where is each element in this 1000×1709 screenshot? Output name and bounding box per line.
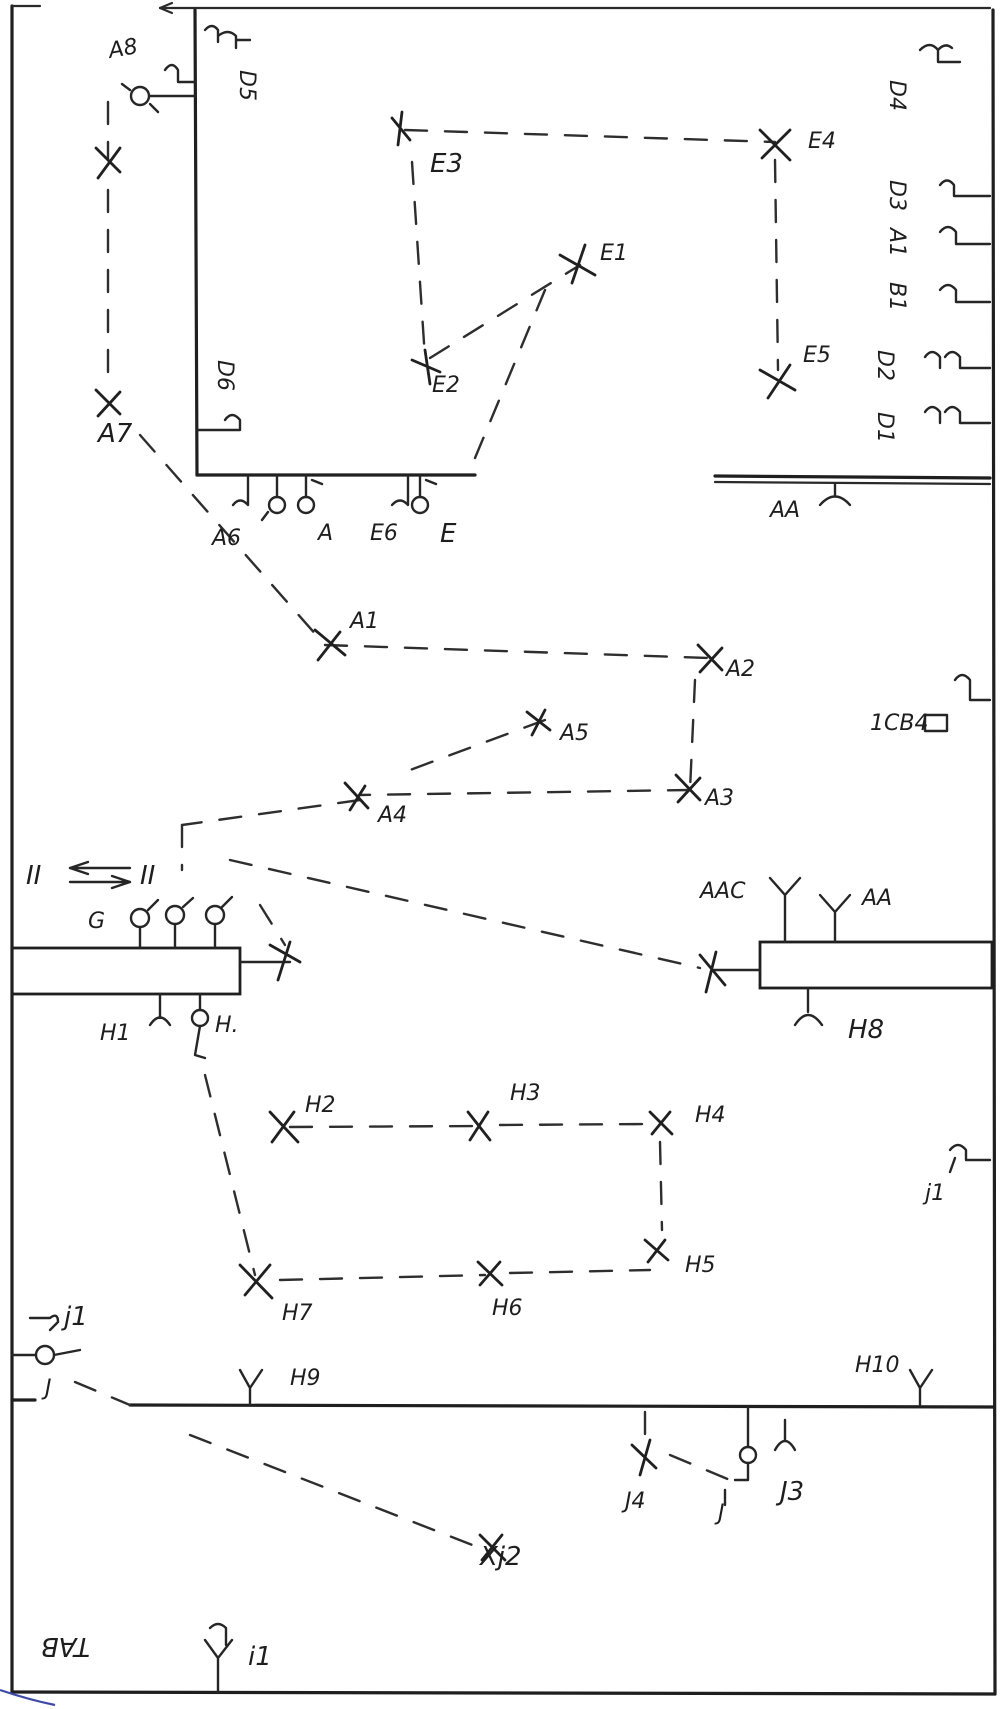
label-d4: D4 bbox=[884, 80, 909, 111]
cross-e4 bbox=[758, 128, 792, 162]
label-h1: H1 bbox=[100, 1021, 131, 1046]
label-aac: AAC bbox=[698, 879, 746, 904]
cross-j4 bbox=[630, 1438, 658, 1477]
label-h3: H3 bbox=[510, 1081, 541, 1106]
label-e3: E3 bbox=[430, 149, 463, 179]
cross-h5 bbox=[643, 1238, 670, 1264]
label-a2: A2 bbox=[724, 657, 755, 682]
inner-room-walls bbox=[193, 8, 992, 486]
label-ii-right: II bbox=[140, 861, 155, 891]
label-h10: H10 bbox=[855, 1353, 900, 1378]
label-d5: D5 bbox=[234, 70, 259, 101]
cross-h8 bbox=[698, 950, 727, 994]
label-j1-right: j1 bbox=[922, 1181, 945, 1206]
cross-markers bbox=[94, 110, 797, 1562]
label-d3: D3 bbox=[884, 180, 909, 211]
device-symbols bbox=[10, 24, 992, 1694]
cross-e2 bbox=[410, 348, 442, 386]
cross-h6 bbox=[476, 1260, 504, 1287]
cross-h2 bbox=[268, 1110, 300, 1144]
label-d1: D1 bbox=[872, 412, 897, 443]
cross-h7 bbox=[238, 1263, 274, 1300]
lower-wall bbox=[10, 1398, 995, 1409]
label-g: G bbox=[88, 909, 105, 934]
cross-h4 bbox=[648, 1110, 674, 1136]
label-aa-mid: AA bbox=[860, 886, 892, 911]
cross-h3 bbox=[466, 1110, 492, 1142]
label-a1-right: A1 bbox=[884, 226, 909, 257]
cross-e5 bbox=[758, 363, 797, 400]
label-a5: A5 bbox=[558, 721, 589, 746]
cross-g bbox=[268, 940, 302, 982]
label-h-dot: H. bbox=[215, 1013, 239, 1038]
label-a1: A1 bbox=[348, 609, 379, 634]
cross-a1 bbox=[313, 628, 347, 662]
label-e: E bbox=[440, 519, 457, 549]
label-h2: H2 bbox=[305, 1093, 336, 1118]
cross-a2 bbox=[696, 643, 724, 674]
label-a3: A3 bbox=[703, 786, 734, 811]
label-j2: Xj2 bbox=[478, 1542, 522, 1572]
cross-a8-mid bbox=[94, 146, 122, 180]
cross-a4 bbox=[343, 781, 370, 812]
cross-j2 bbox=[478, 1533, 507, 1562]
outer-walls bbox=[10, 1, 997, 1696]
cross-e3 bbox=[390, 110, 412, 147]
cross-e1 bbox=[558, 243, 597, 285]
label-ic: 1CB4 bbox=[870, 711, 928, 736]
label-j3: J3 bbox=[775, 1477, 804, 1507]
label-e6: E6 bbox=[370, 521, 398, 546]
label-j-bottom: J bbox=[714, 1501, 725, 1526]
label-j4: J4 bbox=[621, 1489, 646, 1514]
direction-arrows bbox=[68, 860, 132, 890]
left-bench bbox=[10, 946, 292, 996]
cross-a7 bbox=[94, 388, 122, 418]
label-h5: H5 bbox=[685, 1253, 716, 1278]
label-d2: D2 bbox=[872, 350, 897, 381]
dashed-routes bbox=[73, 100, 780, 1550]
label-h7: H7 bbox=[282, 1301, 313, 1326]
cross-a5 bbox=[525, 708, 552, 737]
label-a8: A8 bbox=[105, 34, 140, 64]
label-a4: A4 bbox=[376, 803, 407, 828]
label-h4: H4 bbox=[695, 1103, 726, 1128]
label-h8: H8 bbox=[848, 1015, 884, 1045]
signature-mark bbox=[0, 1688, 56, 1707]
label-tab: TAB bbox=[41, 1631, 90, 1661]
label-aa-top: AA bbox=[768, 498, 800, 523]
labels: A8 D5 D4 E3 E4 E1 D3 A1 B1 D6 E2 E5 D2 D… bbox=[26, 34, 945, 1672]
label-e5: E5 bbox=[803, 343, 831, 368]
label-e2: E2 bbox=[432, 373, 460, 398]
label-e1: E1 bbox=[600, 241, 628, 266]
right-bench bbox=[712, 940, 994, 990]
label-ii-left: II bbox=[26, 861, 41, 891]
label-e4: E4 bbox=[808, 129, 836, 154]
label-h9: H9 bbox=[290, 1366, 321, 1391]
label-a: A bbox=[316, 521, 333, 546]
label-b1: B1 bbox=[884, 282, 909, 311]
label-a6: A6 bbox=[210, 526, 241, 551]
label-j1-left: j1 bbox=[61, 1302, 88, 1332]
label-a7: A7 bbox=[96, 419, 133, 449]
cross-a3 bbox=[674, 773, 702, 804]
label-j-left: J bbox=[41, 1376, 52, 1401]
label-h6: H6 bbox=[492, 1296, 523, 1321]
label-i1: i1 bbox=[248, 1642, 272, 1672]
label-d6: D6 bbox=[212, 360, 237, 391]
